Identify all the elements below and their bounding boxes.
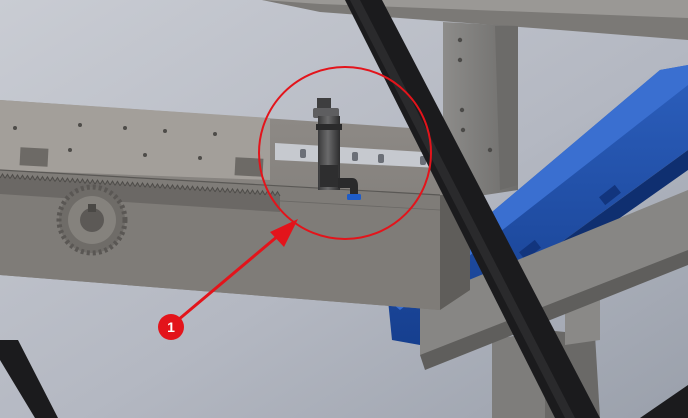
- sensor-body: [313, 98, 342, 190]
- rack-gear: [0, 173, 281, 212]
- corner-strut: [640, 385, 688, 418]
- diagonal-strut: [345, 0, 600, 418]
- callout-arrow: [176, 219, 298, 322]
- lower-strut: [0, 340, 58, 418]
- callout-number: 1: [167, 319, 175, 335]
- callout-badge: 1: [158, 314, 184, 340]
- spur-gear: [56, 184, 128, 256]
- support-bracket: [420, 190, 688, 370]
- push-fitting: [338, 178, 361, 200]
- highlight-circle: [258, 66, 432, 240]
- slotted-strip: [275, 143, 440, 168]
